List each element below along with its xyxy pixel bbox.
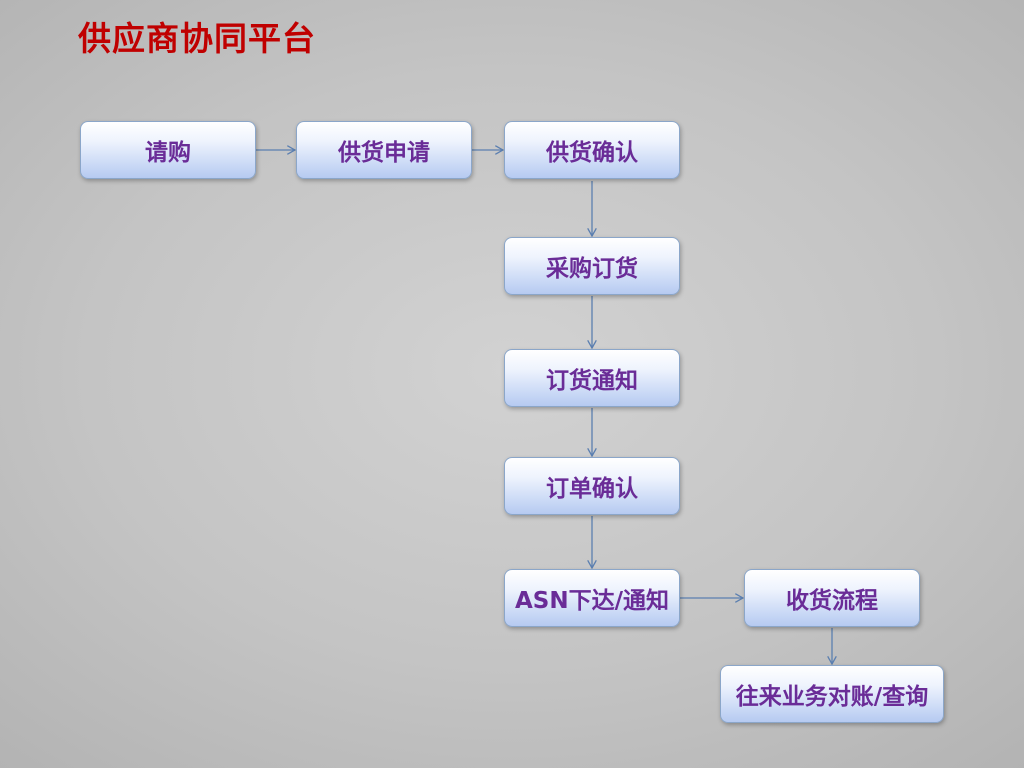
node-order-notification[interactable]: 订货通知 bbox=[504, 349, 680, 407]
node-reconciliation-query-label: 往来业务对账/查询 bbox=[735, 684, 929, 710]
node-reconciliation-query[interactable]: 往来业务对账/查询 bbox=[720, 665, 944, 723]
node-purchase-request[interactable]: 请购 bbox=[80, 121, 256, 179]
node-supply-application-label: 供货申请 bbox=[338, 140, 430, 166]
node-asn-notification-label: ASN下达/通知 bbox=[514, 588, 669, 614]
page-title: 供应商协同平台 bbox=[78, 19, 316, 58]
node-order-notification-label: 订货通知 bbox=[546, 368, 638, 394]
node-order-confirmation-label: 订单确认 bbox=[546, 476, 638, 502]
node-procurement-order[interactable]: 采购订货 bbox=[504, 237, 680, 295]
node-order-confirmation[interactable]: 订单确认 bbox=[504, 457, 680, 515]
node-supply-confirmation-label: 供货确认 bbox=[546, 140, 638, 166]
node-supply-application[interactable]: 供货申请 bbox=[296, 121, 472, 179]
node-receiving-process-label: 收货流程 bbox=[786, 588, 878, 614]
node-supply-confirmation[interactable]: 供货确认 bbox=[504, 121, 680, 179]
node-receiving-process[interactable]: 收货流程 bbox=[744, 569, 920, 627]
node-asn-notification[interactable]: ASN下达/通知 bbox=[504, 569, 680, 627]
node-procurement-order-label: 采购订货 bbox=[546, 256, 638, 282]
node-purchase-request-label: 请购 bbox=[145, 140, 191, 166]
